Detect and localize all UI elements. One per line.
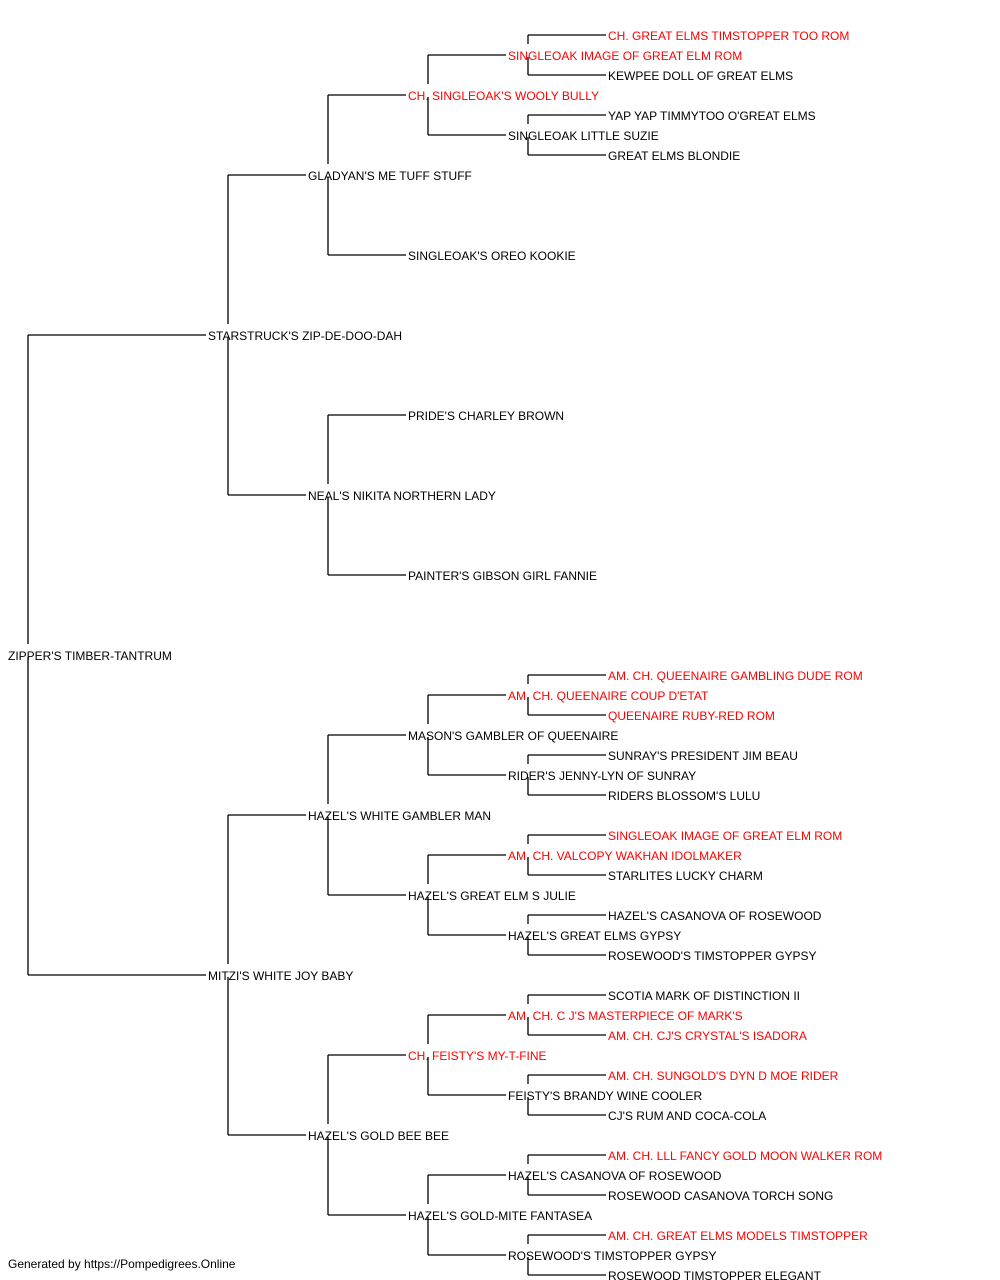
pedigree-name-pedigree.sire.sire.sire.dam: SINGLEOAK LITTLE SUZIE [508, 129, 659, 143]
pedigree-name-pedigree.dam.sire.sire.dam: RIDER'S JENNY-LYN OF SUNRAY [508, 769, 696, 783]
pedigree-name-pedigree.dam.sire.dam.dam.sire: HAZEL'S CASANOVA OF ROSEWOOD [608, 909, 822, 923]
pedigree-name-pedigree.sire.sire.dam: SINGLEOAK'S OREO KOOKIE [408, 249, 576, 263]
pedigree-name-pedigree.dam.sire.dam.sire.dam: STARLITES LUCKY CHARM [608, 869, 763, 883]
pedigree-name-pedigree.dam.sire.dam.dam: HAZEL'S GREAT ELMS GYPSY [508, 929, 681, 943]
generated-by-footer: Generated by https://Pompedigrees.Online [8, 1257, 236, 1271]
pedigree-name-pedigree.sire.sire.sire.sire.dam: KEWPEE DOLL OF GREAT ELMS [608, 69, 793, 83]
pedigree-name-pedigree.sire.dam.dam: PAINTER'S GIBSON GIRL FANNIE [408, 569, 597, 583]
pedigree-name-pedigree.sire.dam: NEAL'S NIKITA NORTHERN LADY [308, 489, 496, 503]
pedigree-name-pedigree.dam.sire.dam.sire: AM. CH. VALCOPY WAKHAN IDOLMAKER [508, 849, 742, 863]
pedigree-name-pedigree.dam.sire.dam.sire.sire: SINGLEOAK IMAGE OF GREAT ELM ROM [608, 829, 842, 843]
pedigree-name-pedigree.dam.sire.dam.dam.dam: ROSEWOOD'S TIMSTOPPER GYPSY [608, 949, 817, 963]
pedigree-name-pedigree.dam.sire.sire.dam.sire: SUNRAY'S PRESIDENT JIM BEAU [608, 749, 798, 763]
pedigree-name-pedigree.dam.sire.sire: MASON'S GAMBLER OF QUEENAIRE [408, 729, 618, 743]
pedigree-name-pedigree.dam.dam.dam.dam.dam: ROSEWOOD TIMSTOPPER ELEGANT [608, 1269, 822, 1280]
pedigree-name-pedigree.sire.sire.sire: CH. SINGLEOAK'S WOOLY BULLY [408, 89, 599, 103]
pedigree-name-pedigree.dam.dam: HAZEL'S GOLD BEE BEE [308, 1129, 449, 1143]
pedigree-name-pedigree.dam.dam.sire: CH. FEISTY'S MY-T-FINE [408, 1049, 547, 1063]
pedigree-name-pedigree.sire: STARSTRUCK'S ZIP-DE-DOO-DAH [208, 329, 402, 343]
pedigree-name-pedigree.dam.dam.dam.dam: ROSEWOOD'S TIMSTOPPER GYPSY [508, 1249, 717, 1263]
pedigree-name-pedigree.dam.dam.sire.sire.dam: AM. CH. CJ'S CRYSTAL'S ISADORA [608, 1029, 807, 1043]
pedigree-name-pedigree.sire.sire.sire.dam.dam: GREAT ELMS BLONDIE [608, 149, 740, 163]
pedigree-name-pedigree.dam.dam.sire.sire: AM. CH. C J'S MASTERPIECE OF MARK'S [508, 1009, 743, 1023]
pedigree-name-pedigree.dam.dam.dam.sire.sire: AM. CH. LLL FANCY GOLD MOON WALKER ROM [608, 1149, 882, 1163]
pedigree-name-pedigree.dam.sire.sire.sire: AM. CH. QUEENAIRE COUP D'ETAT [508, 689, 709, 703]
pedigree-name-pedigree.dam.dam.dam: HAZEL'S GOLD-MITE FANTASEA [408, 1209, 592, 1223]
pedigree-name-pedigree.sire.sire: GLADYAN'S ME TUFF STUFF [308, 169, 472, 183]
pedigree-name-pedigree.sire.sire.sire.sire: SINGLEOAK IMAGE OF GREAT ELM ROM [508, 49, 742, 63]
pedigree-name-pedigree.sire.sire.sire.dam.sire: YAP YAP TIMMYTOO O'GREAT ELMS [608, 109, 816, 123]
pedigree-name-pedigree.sire.sire.sire.sire.sire: CH. GREAT ELMS TIMSTOPPER TOO ROM [608, 29, 849, 43]
pedigree-name-pedigree: ZIPPER'S TIMBER-TANTRUM [8, 649, 172, 663]
pedigree-name-pedigree.dam.sire.dam: HAZEL'S GREAT ELM S JULIE [408, 889, 576, 903]
pedigree-name-pedigree.dam.sire.sire.sire.sire: AM. CH. QUEENAIRE GAMBLING DUDE ROM [608, 669, 863, 683]
pedigree-name-pedigree.dam.dam.dam.sire: HAZEL'S CASANOVA OF ROSEWOOD [508, 1169, 722, 1183]
pedigree-name-pedigree.dam.dam.dam.sire.dam: ROSEWOOD CASANOVA TORCH SONG [608, 1189, 833, 1203]
pedigree-name-pedigree.dam.dam.dam.dam.sire: AM. CH. GREAT ELMS MODELS TIMSTOPPER [608, 1229, 868, 1243]
pedigree-name-pedigree.dam: MITZI'S WHITE JOY BABY [208, 969, 353, 983]
pedigree-name-pedigree.dam.sire.sire.sire.dam: QUEENAIRE RUBY-RED ROM [608, 709, 775, 723]
pedigree-name-pedigree.sire.dam.sire: PRIDE'S CHARLEY BROWN [408, 409, 564, 423]
pedigree-name-pedigree.dam.dam.sire.dam.dam: CJ'S RUM AND COCA-COLA [608, 1109, 766, 1123]
pedigree-name-pedigree.dam.sire.sire.dam.dam: RIDERS BLOSSOM'S LULU [608, 789, 760, 803]
pedigree-name-pedigree.dam.dam.sire.dam: FEISTY'S BRANDY WINE COOLER [508, 1089, 702, 1103]
pedigree-name-pedigree.dam.dam.sire.sire.sire: SCOTIA MARK OF DISTINCTION II [608, 989, 800, 1003]
pedigree-name-pedigree.dam.sire: HAZEL'S WHITE GAMBLER MAN [308, 809, 491, 823]
pedigree-name-pedigree.dam.dam.sire.dam.sire: AM. CH. SUNGOLD'S DYN D MOE RIDER [608, 1069, 839, 1083]
